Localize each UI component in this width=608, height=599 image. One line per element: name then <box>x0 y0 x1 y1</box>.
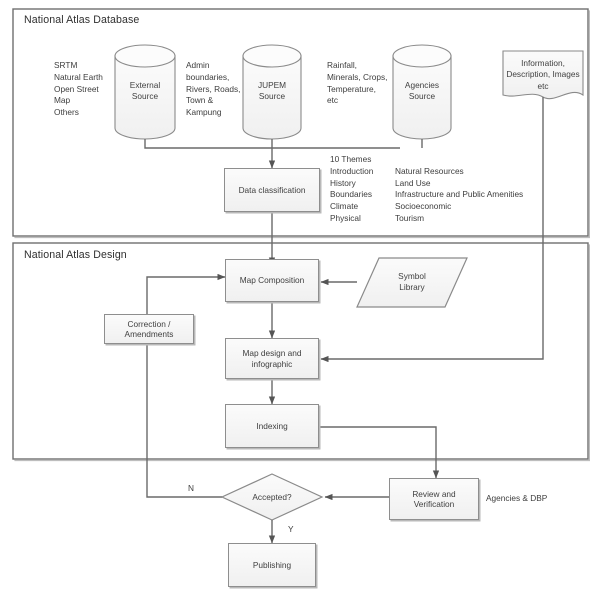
label-accepted-decision: Accepted? <box>252 492 292 502</box>
themes-block: 10 Themes Introduction History Boundarie… <box>330 154 523 225</box>
connector-sources-bus <box>144 139 400 149</box>
themes-heading: 10 Themes <box>330 154 372 164</box>
theme-left-0: Introduction <box>330 165 374 176</box>
theme-left-4: Physical <box>330 212 361 223</box>
connector-accepted-no-to-correction <box>143 336 222 498</box>
frame-title-national-atlas-database: National Atlas Database <box>24 14 140 26</box>
connector-layer <box>143 97 544 544</box>
label-data-classification: Data classification <box>238 184 306 195</box>
theme-left-2: Boundaries <box>330 189 372 200</box>
node-review-verification[interactable]: Review and Verification <box>389 478 479 520</box>
shape-agencies-source <box>392 44 452 140</box>
shape-external-source <box>114 44 176 140</box>
connector-document-to-mapdesign <box>320 97 544 363</box>
label-indexing: Indexing <box>256 420 288 431</box>
connector-correction-to-composition <box>146 273 226 318</box>
theme-right-2: Infrastructure and Public Amenities <box>395 189 524 200</box>
label-publishing: Publishing <box>252 559 292 570</box>
node-data-classification[interactable]: Data classification <box>224 168 320 212</box>
label-jupem-source: JUPEM Source <box>257 80 287 101</box>
connector-indexing-to-review <box>317 426 440 479</box>
node-correction-amendments[interactable]: Correction / Amendments <box>104 314 194 344</box>
frame-national-atlas-design <box>12 242 590 462</box>
shape-jupem-source <box>242 44 302 140</box>
theme-left-1: History <box>330 177 356 188</box>
label-correction-amendments: Correction / Amendments <box>124 318 174 339</box>
theme-left-3: Climate <box>330 201 359 212</box>
annotation-agencies-dbp: Agencies & DBP <box>486 493 548 503</box>
node-indexing[interactable]: Indexing <box>225 404 319 448</box>
note-jupem-source: Admin boundaries, Rivers, Roads, Town & … <box>186 60 241 118</box>
label-information-document: Information, Description, Images etc <box>506 58 580 91</box>
note-agencies-source: Rainfall, Minerals, Crops, Temperature, … <box>327 60 388 106</box>
label-agencies-source: Agencies Source <box>404 80 440 101</box>
frame-national-atlas-database <box>12 8 590 239</box>
theme-right-3: Socioeconomic <box>395 201 452 212</box>
label-map-composition: Map Composition <box>239 275 305 286</box>
theme-right-4: Tourism <box>395 212 425 223</box>
label-symbol-library: Symbol Library <box>398 271 426 292</box>
note-external-source: SRTM Natural Earth Open Street Map Other… <box>54 60 103 118</box>
edge-label-no: N <box>188 483 194 493</box>
theme-right-0: Natural Resources <box>395 165 464 176</box>
node-map-design-infographic[interactable]: Map design and infographic <box>225 338 319 379</box>
label-map-design-infographic: Map design and infographic <box>242 348 302 369</box>
node-map-composition[interactable]: Map Composition <box>225 259 319 302</box>
edge-label-yes: Y <box>288 524 294 534</box>
shape-symbol-library <box>356 257 468 308</box>
label-external-source: External Source <box>129 80 161 101</box>
node-publishing[interactable]: Publishing <box>228 543 316 587</box>
label-review-verification: Review and Verification <box>412 488 456 509</box>
frame-title-national-atlas-design: National Atlas Design <box>24 249 127 261</box>
theme-right-1: Land Use <box>395 177 431 188</box>
